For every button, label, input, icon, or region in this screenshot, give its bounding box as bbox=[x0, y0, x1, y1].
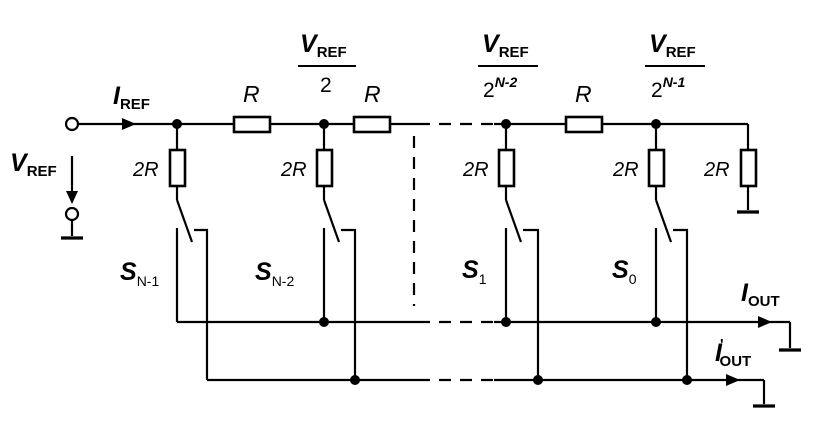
svg-text:VREF: VREF bbox=[300, 30, 347, 61]
junction-dots bbox=[172, 119, 692, 385]
node-voltage-label-1: VREF 2 bbox=[298, 30, 356, 97]
svg-text:2R: 2R bbox=[703, 159, 730, 181]
series-resistor-3-label: R bbox=[575, 81, 592, 107]
svg-text:2N-2: 2N-2 bbox=[483, 74, 517, 102]
svg-text:VREF: VREF bbox=[649, 30, 696, 61]
series-resistor-2: R bbox=[352, 81, 392, 134]
iout-arrow-icon bbox=[758, 316, 772, 328]
iref-label: IREF bbox=[113, 82, 150, 113]
iref-arrow-icon bbox=[122, 118, 136, 130]
svg-text:2R: 2R bbox=[280, 159, 307, 181]
switch-s-1: S1 bbox=[462, 199, 540, 380]
switch-blade bbox=[322, 199, 341, 243]
svg-text:2: 2 bbox=[320, 74, 332, 97]
shunt-resistor-1: 2R bbox=[132, 124, 187, 200]
switch-s-n-2-label: SN-2 bbox=[255, 258, 294, 289]
switch-blade bbox=[654, 199, 673, 243]
series-resistor-1-label: R bbox=[243, 81, 260, 107]
switch-blade bbox=[504, 199, 523, 243]
svg-text:VREF: VREF bbox=[482, 30, 529, 61]
svg-text:2R: 2R bbox=[132, 159, 159, 181]
shunt-resistor-2: 2R bbox=[280, 124, 334, 200]
shunt-resistor-3: 2R bbox=[462, 124, 516, 200]
svg-text:2R: 2R bbox=[612, 159, 639, 181]
switch-s-0: S0 bbox=[612, 199, 689, 380]
switch-s-n-1: SN-1 bbox=[120, 199, 209, 380]
iout-bus: IOUT bbox=[177, 279, 801, 352]
iout-prime-label: I'OUT bbox=[715, 336, 751, 370]
input-terminal bbox=[64, 116, 80, 132]
svg-text:2R: 2R bbox=[462, 159, 489, 181]
series-resistor-3: R bbox=[564, 81, 604, 134]
top-rail bbox=[78, 118, 750, 150]
node-voltage-label-2: VREF 2N-2 bbox=[478, 30, 538, 102]
return-terminal bbox=[64, 206, 80, 222]
series-resistor-1: R bbox=[232, 81, 272, 134]
node-voltage-label-3: VREF 2N-1 bbox=[645, 30, 705, 102]
iout-prime-bus: I'OUT bbox=[207, 336, 775, 408]
vref-source-label: VREF bbox=[10, 149, 57, 180]
iout-label: IOUT bbox=[741, 279, 780, 310]
switch-s-n-2: SN-2 bbox=[255, 199, 357, 380]
termination-resistor: 2R bbox=[703, 148, 759, 214]
svg-text:2N-1: 2N-1 bbox=[651, 74, 685, 102]
switch-s-n-1-label: SN-1 bbox=[120, 258, 159, 289]
vref-source: VREF bbox=[10, 116, 83, 240]
shunt-resistor-4: 2R bbox=[612, 124, 666, 200]
switch-s-1-label: S1 bbox=[462, 256, 487, 287]
switch-s-0-label: S0 bbox=[612, 256, 637, 287]
series-resistor-2-label: R bbox=[364, 81, 381, 107]
vref-arrow-icon bbox=[66, 191, 78, 204]
iout-prime-arrow-icon bbox=[726, 374, 740, 386]
switch-blade bbox=[175, 199, 194, 243]
